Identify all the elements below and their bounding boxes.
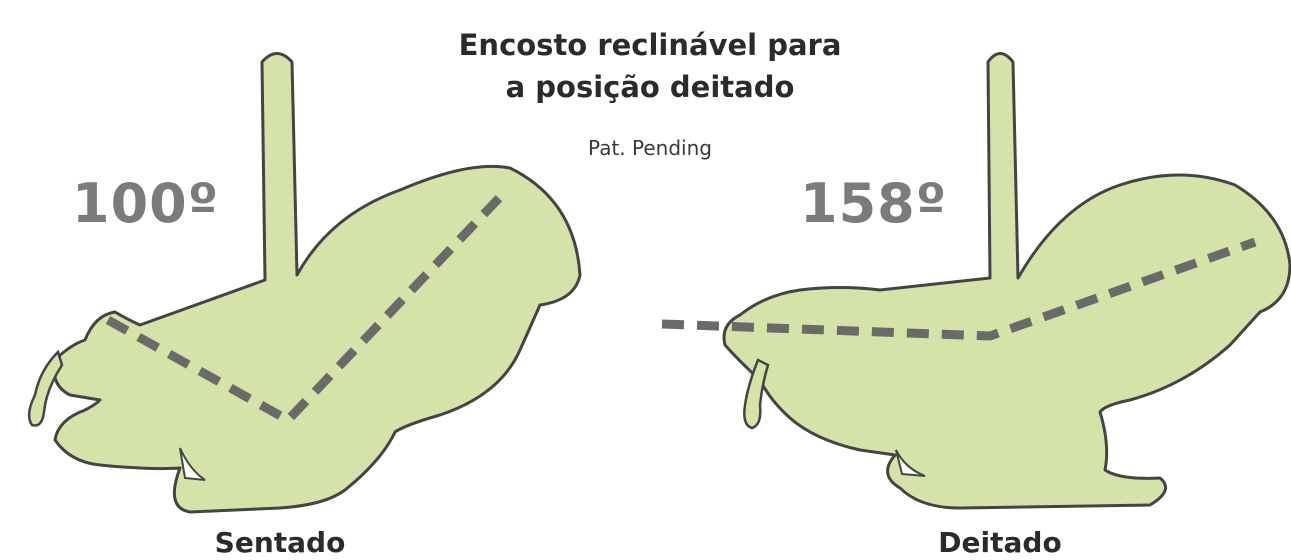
seated-caption: Sentado (214, 526, 346, 559)
reclined-caption: Deitado (938, 526, 1062, 559)
reclined-seat-body (722, 52, 1291, 510)
seated-strap (27, 349, 64, 427)
title-line-2: a posição deitado (505, 70, 795, 104)
reclined-recline-line (661, 237, 1257, 341)
reclined-car-seat (661, 52, 1291, 510)
seated-seat-body (52, 52, 582, 514)
reclined-handle-cut (895, 449, 926, 477)
patent-note: Pat. Pending (588, 136, 712, 160)
reclined-angle-label: 158º (800, 172, 948, 235)
diagram-title: Encosto reclinável para a posição deitad… (400, 24, 900, 108)
seated-angle-label: 100º (72, 172, 220, 235)
seated-handle-cut (179, 447, 206, 481)
reclined-strap (743, 358, 770, 430)
seated-car-seat (27, 52, 582, 514)
title-line-1: Encosto reclinável para (458, 28, 842, 62)
